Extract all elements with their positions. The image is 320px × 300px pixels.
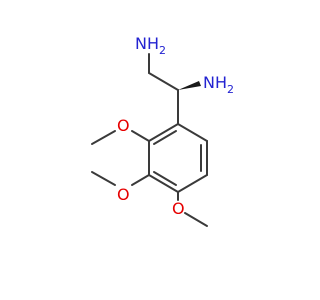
oxygen-label-3: O xyxy=(172,199,185,218)
ring-bond-1 xyxy=(177,123,208,142)
ring-to-o1-bond xyxy=(131,130,150,142)
amine-subscript-top: 2 xyxy=(159,44,166,57)
ring-bond-4-inner xyxy=(153,171,177,186)
o2-to-methyl-bond xyxy=(91,171,116,186)
benzene-ring xyxy=(148,123,208,193)
oxygen-label-1: O xyxy=(117,116,130,135)
structure-canvas: NH2 NH2 O O O xyxy=(91,34,234,227)
amine-label-top: NH2 xyxy=(135,34,166,57)
molecule-diagram: NH2 NH2 O O O xyxy=(91,34,234,227)
ring-bond-3 xyxy=(177,174,208,193)
o3-to-methyl-bond xyxy=(184,212,208,227)
stereo-wedge-bond xyxy=(178,81,201,90)
ring-to-o2-bond xyxy=(131,174,150,186)
oxygen-label-2: O xyxy=(117,185,130,204)
amine-subscript-right: 2 xyxy=(227,83,234,96)
ring-bond-4 xyxy=(148,174,179,193)
amine-label-right: NH2 xyxy=(203,73,234,96)
o1-to-methyl-bond xyxy=(91,130,116,145)
ring-bond-6-inner xyxy=(153,130,177,145)
ring-bond-6 xyxy=(148,123,179,142)
c-alpha-to-c-beta-bond xyxy=(148,72,179,91)
